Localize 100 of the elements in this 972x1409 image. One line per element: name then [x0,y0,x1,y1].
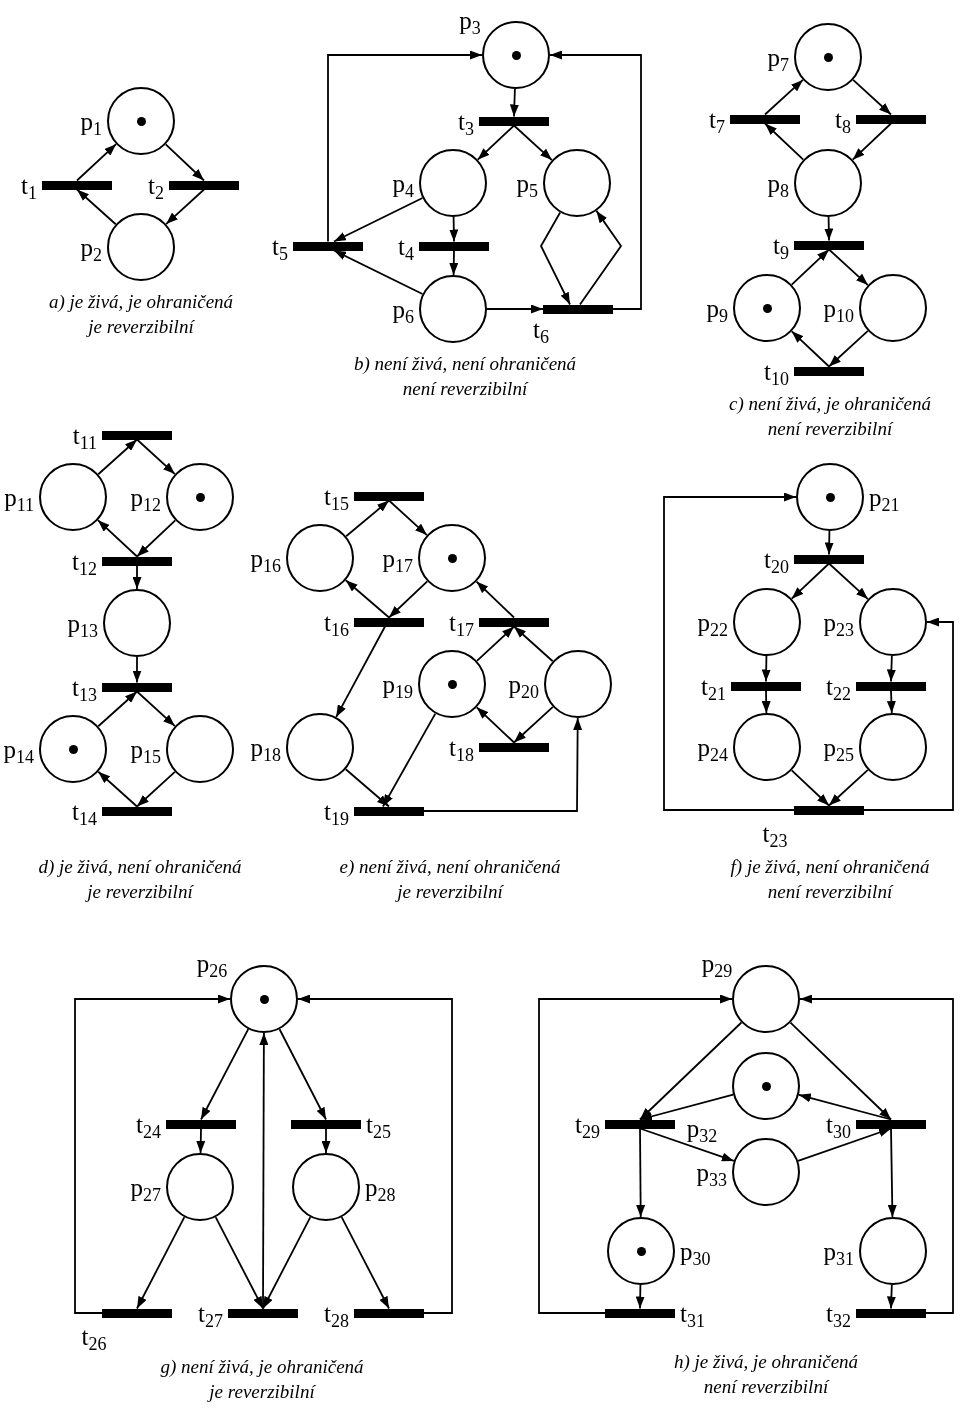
place-label: p$_{13}$ [67,610,98,636]
caption: f) je živá, není ohraničená není reverzibilní [729,855,931,904]
place-label: p$_{33}$ [696,1159,727,1185]
arc-arrow [886,1284,896,1310]
arc-arrow [799,994,954,1314]
transition-label: t$_{13}$ [72,674,97,700]
transition-label: t$_{23}$ [762,820,788,846]
arc-arrow [476,124,515,161]
place-label: p$_{16}$ [250,545,281,571]
place-circle [419,275,487,343]
place-label: p$_{20}$ [508,671,539,697]
place-label: p$_{24}$ [697,734,728,760]
arc-arrow [423,717,583,812]
transition-bar [856,1308,926,1318]
place-circle [859,274,927,342]
arc-arrow [335,625,386,718]
place-circle [39,463,107,531]
arc-arrow [824,216,834,242]
transition-label: t$_{14}$ [72,798,97,824]
arc-arrow [790,330,830,368]
place-circle [39,715,107,783]
arc-arrow [475,706,515,744]
transition-bar [102,556,172,566]
transition-bar [856,1119,926,1129]
place-label: p$_{6}$ [392,296,414,322]
arc-arrow [344,768,390,808]
place-circle [794,23,862,91]
transition-bar [794,366,864,376]
token-dot [511,50,521,60]
arc-arrow [513,625,554,663]
arc-arrow [136,1216,186,1310]
arc-arrow [97,519,138,558]
transition-label: t$_{30}$ [826,1111,851,1137]
caption: g) není živá, je ohraničená je reverzibilní [159,1355,365,1404]
place-label: p$_{3}$ [459,7,481,33]
arc-arrow [196,1127,206,1154]
arc-arrow [388,499,428,536]
place-circle [418,650,486,718]
arc-arrow [200,1028,250,1121]
place-label: p$_{22}$ [697,609,728,635]
place-circle [732,1138,800,1206]
transition-label: t$_{17}$ [449,609,474,635]
arc-arrow [132,564,142,590]
arc-arrow [382,712,437,808]
place-label: p$_{8}$ [767,170,789,196]
arc-arrow [476,625,515,662]
transition-label: t$_{10}$ [764,358,789,384]
transition-bar [419,241,489,251]
place-label: p$_{9}$ [706,295,728,321]
transition-label: t$_{22}$ [826,673,851,699]
place-circle [859,588,927,656]
transition-bar [605,1308,675,1318]
place-label: p$_{30}$ [680,1238,711,1264]
transition-label: t$_{16}$ [324,609,349,635]
caption: b) není živá, není ohraničená není reverzibilní [352,352,578,401]
place-circle [733,588,801,656]
arc-arrow [886,689,896,714]
transition-label: t$_{31}$ [680,1300,705,1326]
arc-arrow [74,994,231,1314]
transition-bar [354,806,424,816]
token-dot [636,1246,646,1256]
token-dot [761,1081,771,1091]
transition-bar [102,430,172,440]
arc-arrow [449,216,459,243]
transition-bar [731,681,801,691]
token-dot [447,679,457,689]
place-circle [859,713,927,781]
token-dot [195,492,205,502]
arc-arrow [475,580,515,619]
arc-arrow [165,188,205,225]
arc-arrow [797,1127,892,1162]
arc-arrow [136,771,176,808]
arc-arrow [887,1127,897,1218]
transition-label: t$_{26}$ [81,1323,107,1349]
transition-label: t$_{11}$ [72,422,97,448]
transition-bar [479,116,549,126]
token-dot [136,116,146,126]
arc-arrow [513,706,554,744]
transition-label: t$_{19}$ [324,798,349,824]
arc-arrow [509,88,519,118]
transition-bar [42,180,112,190]
transition-label: t$_{9}$ [773,232,789,258]
place-label: p$_{27}$ [130,1174,161,1200]
transition-label: t$_{24}$ [136,1111,161,1137]
place-label: p$_{17}$ [382,545,413,571]
arc-arrow [538,994,733,1314]
place-circle [103,589,171,657]
place-label: p$_{12}$ [130,484,161,510]
place-circle [732,965,800,1033]
place-circle [543,149,611,217]
arc-arrow [824,530,834,556]
arc-arrow [852,79,892,116]
transition-bar [479,617,549,627]
transition-bar [102,682,172,692]
arc-arrow [262,1216,312,1310]
transition-bar [354,617,424,627]
transition-bar [794,240,864,250]
transition-bar [479,742,549,752]
transition-bar [794,554,864,564]
arc-arrow [136,519,177,558]
